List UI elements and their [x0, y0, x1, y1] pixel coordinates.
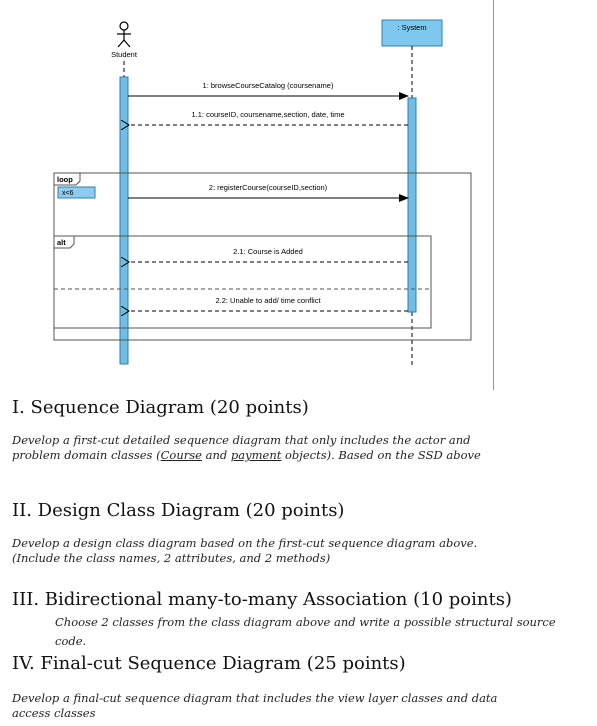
section-3-body: Choose 2 classes from the class diagram …	[55, 615, 585, 649]
message-1-1-label: 1.1: courseID, coursename,section, date,…	[192, 110, 345, 119]
section-3-title: III. Bidirectional many-to-many Associat…	[12, 589, 512, 610]
section-4-line-1: Develop a final-cut sequence diagram tha…	[12, 691, 498, 705]
loop-tag-label: loop	[57, 175, 73, 184]
section-3-line-1: Choose 2 classes from the class diagram …	[55, 615, 556, 629]
section-1-line-2-mid: and	[201, 448, 231, 462]
section-2-title: II. Design Class Diagram (20 points)	[12, 500, 345, 521]
message-2-2-label: 2.2: Unable to add/ time conflict	[215, 296, 321, 305]
system-label: : System	[397, 23, 426, 32]
section-1-line-2: problem domain classes (Course and payme…	[12, 448, 572, 463]
section-2-body: Develop a design class diagram based on …	[12, 536, 572, 566]
loop-fragment-tag	[53, 172, 81, 186]
sequence-diagram: Student : System 1: browseCourseCatalog …	[53, 19, 472, 365]
alt-tag-label: alt	[57, 238, 66, 247]
loop-guard-box	[57, 186, 96, 199]
section-4-line-2: access classes	[12, 706, 96, 720]
payment-underlined: payment	[230, 448, 282, 462]
actor-student-icon	[117, 21, 131, 48]
alt-fragment-tag	[53, 235, 75, 249]
message-1-label: 1: browseCourseCatalog (coursename)	[203, 81, 334, 90]
message-2-label: 2: registerCourse(courseID,section)	[209, 183, 328, 192]
loop-guard-label: x<6	[62, 190, 74, 197]
section-1-line-2-pre: problem domain classes (	[12, 448, 161, 462]
page-divider-line	[493, 0, 494, 390]
section-1-line-2-post: objects). Based on the SSD above	[281, 448, 481, 462]
section-2-line-2: (Include the class names, 2 attributes, …	[12, 551, 331, 565]
section-4-body: Develop a final-cut sequence diagram tha…	[12, 691, 572, 721]
message-2-1-label: 2.1: Course is Added	[233, 247, 303, 256]
section-3-line-2: code.	[55, 634, 87, 648]
section-1-body: Develop a first-cut detailed sequence di…	[12, 433, 572, 463]
alt-fragment	[53, 235, 432, 329]
system-activation-bar	[407, 97, 417, 313]
section-2-line-1: Develop a design class diagram based on …	[12, 536, 478, 550]
actor-activation-bar	[119, 76, 129, 365]
system-object-box	[381, 19, 443, 47]
section-1-line-1: Develop a first-cut detailed sequence di…	[12, 433, 471, 447]
section-1-title: I. Sequence Diagram (20 points)	[12, 397, 309, 418]
course-underlined: Course	[160, 448, 202, 462]
section-4-title: IV. Final-cut Sequence Diagram (25 point…	[12, 653, 406, 674]
actor-label: Student	[111, 50, 138, 59]
